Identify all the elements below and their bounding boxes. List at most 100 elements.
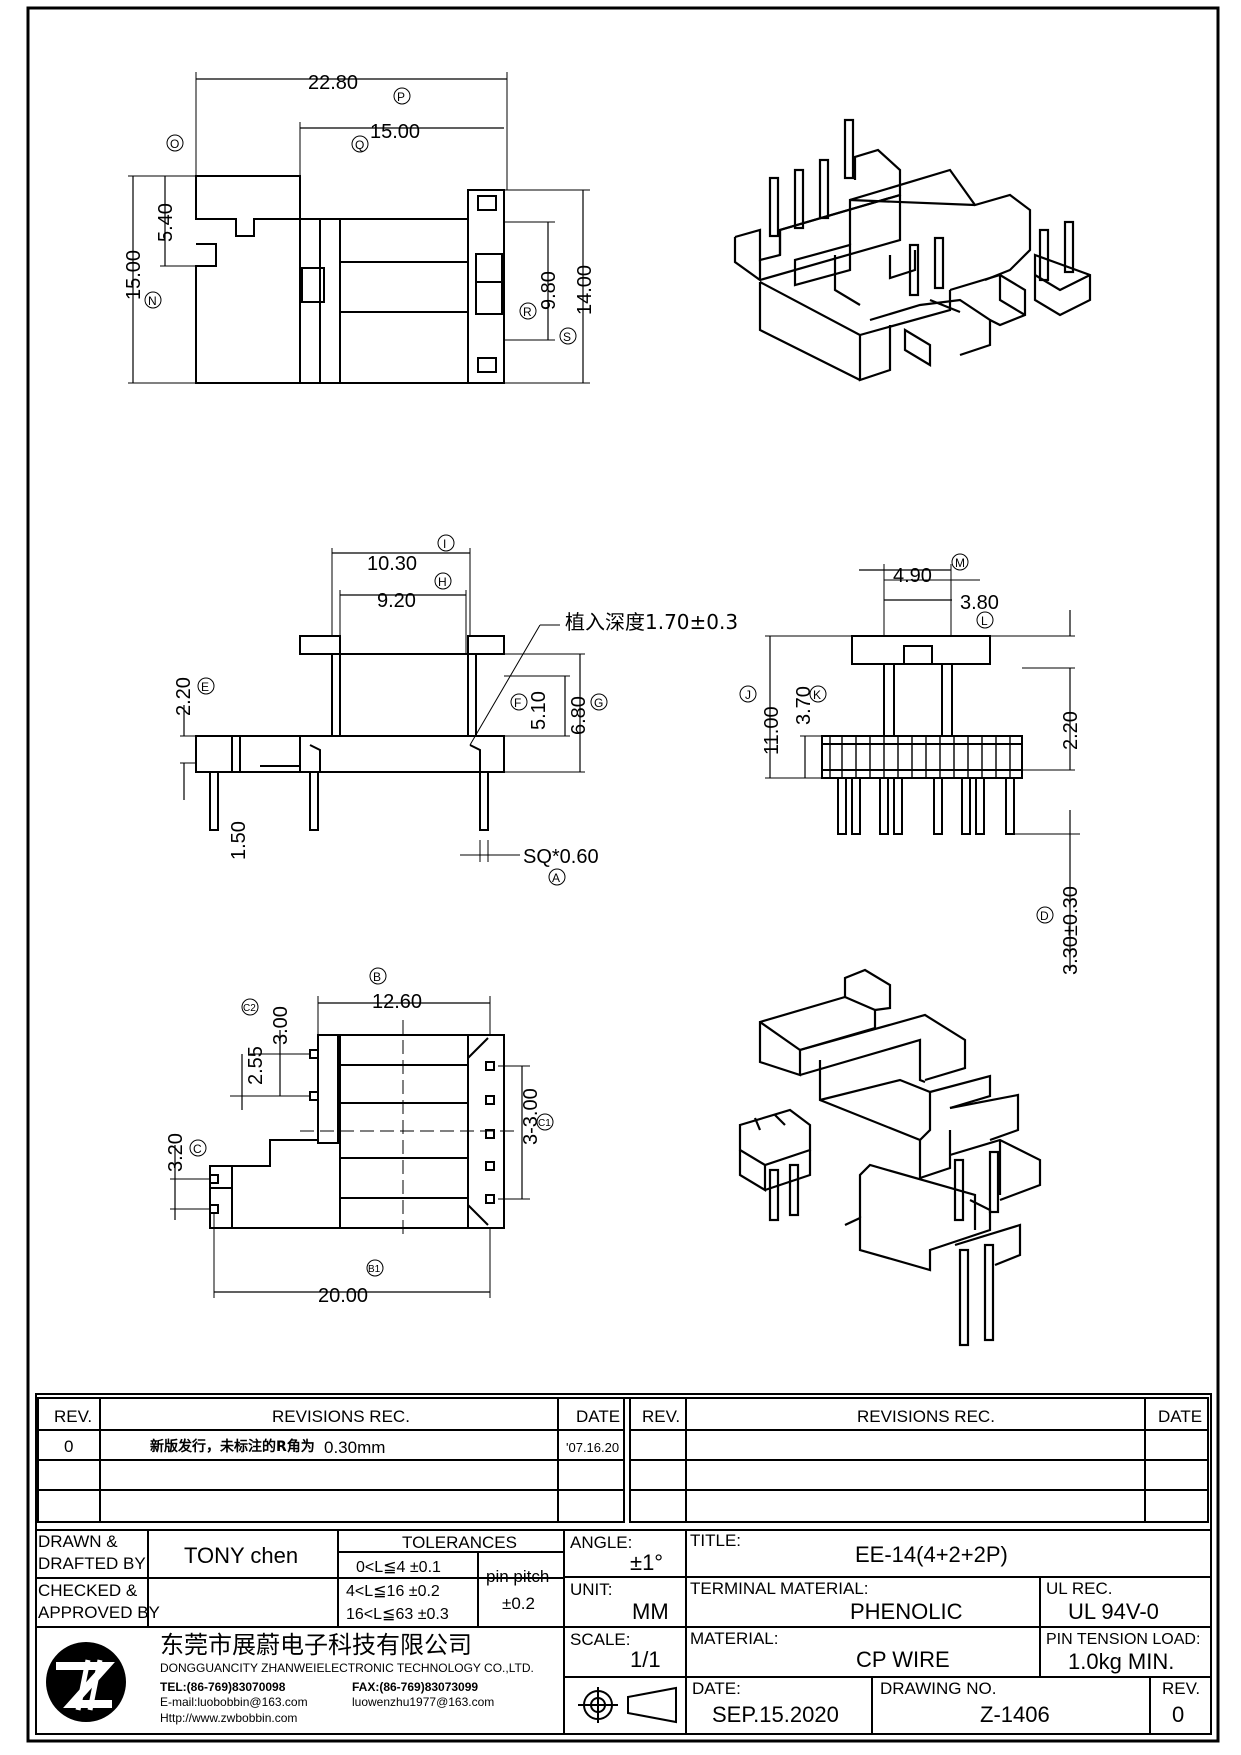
isometric-view-1 <box>733 118 1092 382</box>
svg-text:REV.: REV. <box>642 1407 680 1426</box>
svg-text:TERMINAL MATERIAL:: TERMINAL MATERIAL: <box>690 1579 869 1598</box>
svg-text:20.00: 20.00 <box>318 1285 368 1307</box>
svg-text:luowenzhu1977@163.com: luowenzhu1977@163.com <box>352 1695 494 1709</box>
svg-text:12.60: 12.60 <box>372 991 422 1013</box>
svg-text:C: C <box>193 1142 202 1156</box>
company-logo <box>46 1642 126 1722</box>
svg-text:DRAFTED BY: DRAFTED BY <box>38 1554 146 1573</box>
svg-text:1.0kg MIN.: 1.0kg MIN. <box>1068 1649 1174 1674</box>
svg-text:3.20: 3.20 <box>165 1133 187 1172</box>
svg-text:F: F <box>514 696 521 710</box>
svg-text:ANGLE:: ANGLE: <box>570 1533 632 1552</box>
svg-text:0<L≦4 ±0.1: 0<L≦4 ±0.1 <box>356 1559 441 1576</box>
front-view-labels: 10.30 I 9.20 H 植入深度1.70±0.3 2.20 E 5.10 … <box>173 534 738 886</box>
svg-text:M: M <box>955 556 965 570</box>
svg-text:新版发行，未标注的R角为: 新版发行，未标注的R角为 <box>150 1438 315 1455</box>
bottom-view-labels: B 12.60 C2 3.00 2.55 C 3.20 3-3.00 C1 B1… <box>165 967 554 1307</box>
svg-text:东莞市展蔚电子科技有限公司: 东莞市展蔚电子科技有限公司 <box>160 1631 472 1659</box>
projection-symbol-icon <box>578 1686 677 1724</box>
top-view-labels: 22.80 P 15.00 Q O 5.40 15.00 N 9.80 R 14… <box>123 72 596 345</box>
svg-text:REV.: REV. <box>54 1407 92 1426</box>
svg-text:6.80: 6.80 <box>568 696 590 735</box>
svg-text:O: O <box>170 137 179 151</box>
svg-text:E: E <box>201 680 209 694</box>
svg-text:0: 0 <box>64 1437 73 1456</box>
svg-text:S: S <box>563 330 571 344</box>
svg-text:I: I <box>443 537 446 551</box>
svg-text:CP WIRE: CP WIRE <box>856 1647 950 1672</box>
svg-text:DRAWN &: DRAWN & <box>38 1532 118 1551</box>
revisions-text: REV. REVISIONS REC. DATE REV. REVISIONS … <box>54 1407 1202 1457</box>
front-view <box>180 548 585 862</box>
svg-text:REV.: REV. <box>1162 1679 1200 1698</box>
svg-text:R: R <box>523 305 532 319</box>
svg-text:APPROVED BY: APPROVED BY <box>38 1603 160 1622</box>
svg-text:1/1: 1/1 <box>630 1647 661 1672</box>
svg-text:DATE: DATE <box>576 1407 620 1426</box>
svg-text:0.30mm: 0.30mm <box>324 1438 385 1457</box>
svg-text:UL REC.: UL REC. <box>1046 1579 1112 1598</box>
svg-text:Q: Q <box>355 138 364 152</box>
svg-text:2.55: 2.55 <box>245 1046 267 1085</box>
svg-text:REVISIONS REC.: REVISIONS REC. <box>272 1407 410 1426</box>
svg-text:P: P <box>397 90 405 104</box>
svg-text:TITLE:: TITLE: <box>690 1531 741 1550</box>
svg-text:15.00: 15.00 <box>123 250 145 300</box>
svg-text:SQ*0.60: SQ*0.60 <box>523 846 599 868</box>
svg-text:14.00: 14.00 <box>574 265 596 315</box>
svg-text:DRAWING NO.: DRAWING NO. <box>880 1679 996 1698</box>
svg-text:2.20: 2.20 <box>1060 711 1082 750</box>
svg-text:9.80: 9.80 <box>538 271 560 310</box>
svg-text:B1: B1 <box>368 1264 381 1275</box>
svg-text:植入深度1.70±0.3: 植入深度1.70±0.3 <box>565 610 738 634</box>
svg-text:CHECKED &: CHECKED & <box>38 1581 138 1600</box>
svg-text:A: A <box>552 871 560 885</box>
svg-text:MATERIAL:: MATERIAL: <box>690 1629 778 1648</box>
svg-text:SEP.15.2020: SEP.15.2020 <box>712 1702 839 1727</box>
svg-text:PIN TENSION LOAD:: PIN TENSION LOAD: <box>1046 1631 1200 1648</box>
svg-text:TEL:(86-769)83070098: TEL:(86-769)83070098 <box>160 1680 286 1694</box>
svg-text:EE-14(4+2+2P): EE-14(4+2+2P) <box>855 1542 1008 1567</box>
svg-text:FAX:(86-769)83073099: FAX:(86-769)83073099 <box>352 1680 478 1694</box>
svg-text:B: B <box>373 970 381 984</box>
svg-text:9.20: 9.20 <box>377 590 416 612</box>
svg-text:L: L <box>981 614 988 628</box>
svg-text:N: N <box>148 294 157 308</box>
svg-text:UNIT:: UNIT: <box>570 1580 613 1599</box>
svg-text:0: 0 <box>1172 1702 1184 1727</box>
svg-text:SCALE:: SCALE: <box>570 1630 630 1649</box>
svg-text:±0.2: ±0.2 <box>502 1594 535 1613</box>
svg-text:E-mail:luobobbin@163.com: E-mail:luobobbin@163.com <box>160 1695 308 1709</box>
svg-text:4.90: 4.90 <box>893 565 932 587</box>
svg-text:1.50: 1.50 <box>228 821 250 860</box>
svg-text:UL 94V-0: UL 94V-0 <box>1068 1599 1159 1624</box>
side-view-labels: 4.90 M 3.80 L J 11.00 3.70 K 2.20 D 3.30… <box>739 553 1082 975</box>
svg-text:2.20: 2.20 <box>173 677 195 716</box>
svg-text:DONGGUANCITY ZHANWEIELECTRONIC: DONGGUANCITY ZHANWEIELECTRONIC TECHNOLOG… <box>160 1661 534 1675</box>
svg-text:15.00: 15.00 <box>370 121 420 143</box>
svg-text:Http://www.zwbobbin.com: Http://www.zwbobbin.com <box>160 1711 297 1725</box>
svg-text:16<L≦63 ±0.3: 16<L≦63 ±0.3 <box>346 1606 449 1623</box>
svg-text:PHENOLIC: PHENOLIC <box>850 1599 963 1624</box>
svg-text:3.70: 3.70 <box>793 686 815 725</box>
svg-text:MM: MM <box>632 1599 669 1624</box>
svg-text:C1: C1 <box>538 1118 551 1129</box>
svg-text:H: H <box>438 575 447 589</box>
svg-text:DATE:: DATE: <box>692 1679 741 1698</box>
bottom-view <box>170 996 530 1298</box>
svg-text:5.10: 5.10 <box>528 691 550 730</box>
svg-text:3.80: 3.80 <box>960 592 999 614</box>
svg-text:10.30: 10.30 <box>367 553 417 575</box>
svg-text:Z-1406: Z-1406 <box>980 1702 1050 1727</box>
isometric-view-2 <box>738 968 1042 1347</box>
svg-text:TOLERANCES: TOLERANCES <box>402 1533 517 1552</box>
svg-text:'07.16.20: '07.16.20 <box>566 1440 619 1455</box>
title-block-text: DRAWN & DRAFTED BY TONY chen CHECKED & A… <box>38 1531 1200 1727</box>
svg-text:pin pitch: pin pitch <box>486 1567 549 1586</box>
svg-text:3.30±0.30: 3.30±0.30 <box>1060 886 1082 975</box>
side-view <box>765 564 1080 970</box>
svg-text:K: K <box>813 688 821 702</box>
svg-text:5.40: 5.40 <box>155 203 177 242</box>
svg-text:4<L≦16 ±0.2: 4<L≦16 ±0.2 <box>346 1583 440 1600</box>
